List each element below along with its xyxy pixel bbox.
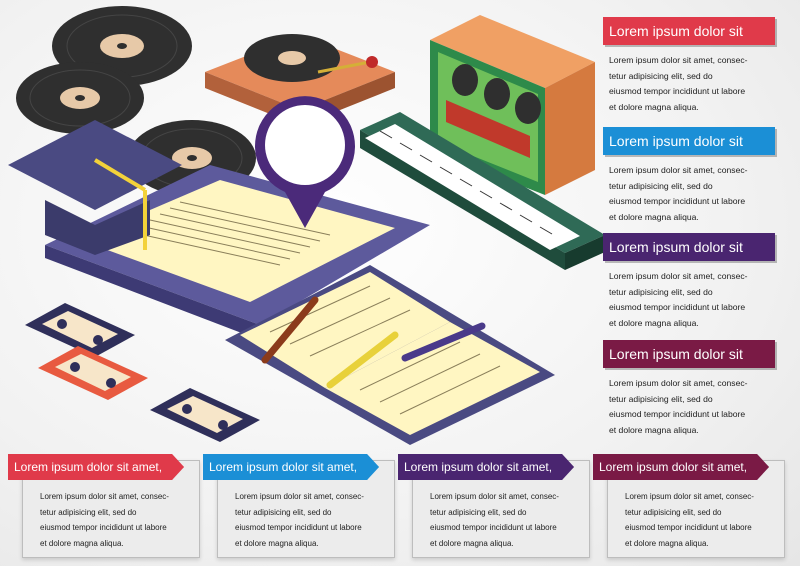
card-text: Lorem ipsum dolor sit amet, consec- tetu… bbox=[430, 489, 580, 551]
side-panel-heading: Lorem ipsum dolor sit bbox=[603, 17, 775, 45]
card-text: Lorem ipsum dolor sit amet, consec- tetu… bbox=[40, 489, 190, 551]
vinyl-record-icon bbox=[16, 62, 144, 134]
text-line: tetur adipisicing elit, sed do bbox=[40, 507, 137, 517]
open-book-icon bbox=[225, 265, 555, 445]
text-line: eiusmod tempor incididunt ut labore bbox=[609, 302, 746, 312]
text-line: et dolore magna aliqua. bbox=[430, 538, 514, 548]
side-panel-1: Lorem ipsum dolor sit Lorem ipsum dolor … bbox=[603, 17, 775, 115]
text-line: et dolore magna aliqua. bbox=[625, 538, 709, 548]
text-line: et dolore magna aliqua. bbox=[609, 211, 699, 222]
side-panel-text: Lorem ipsum dolor sit amet, consec- tetu… bbox=[603, 163, 775, 225]
text-line: Lorem ipsum dolor sit amet, consec- bbox=[609, 378, 748, 388]
text-line: eiusmod tempor incididunt ut labore bbox=[430, 523, 557, 532]
bottom-card-1: Lorem ipsum dolor sit amet, Lorem ipsum … bbox=[8, 454, 200, 558]
text-line: tetur adipisicing elit, sed do bbox=[235, 507, 332, 517]
text-line: Lorem ipsum dolor sit amet, consec- bbox=[609, 165, 748, 175]
cassette-tape-icon bbox=[150, 388, 260, 442]
card-heading: Lorem ipsum dolor sit amet, bbox=[398, 454, 574, 480]
bottom-card-2: Lorem ipsum dolor sit amet, Lorem ipsum … bbox=[203, 454, 395, 558]
pencil-icon bbox=[326, 331, 399, 389]
text-line: Lorem ipsum dolor sit amet, consec- bbox=[625, 492, 754, 501]
text-line: eiusmod tempor incididunt ut labore bbox=[609, 196, 746, 206]
text-line: Lorem ipsum dolor sit amet, consec- bbox=[430, 492, 559, 501]
text-line: tetur adipisicing elit, sed do bbox=[430, 507, 527, 517]
text-line: Lorem ipsum dolor sit amet, consec- bbox=[40, 492, 169, 501]
text-line: Lorem ipsum dolor sit amet, consec- bbox=[235, 492, 364, 501]
text-line: eiusmod tempor incididunt ut labore bbox=[609, 409, 746, 419]
text-line: eiusmod tempor incididunt ut labore bbox=[40, 523, 167, 532]
side-panel-text: Lorem ipsum dolor sit amet, consec- tetu… bbox=[603, 376, 775, 438]
text-line: et dolore magna aliqua. bbox=[609, 101, 699, 112]
graduation-cap-icon bbox=[8, 120, 182, 255]
text-line: tetur adipisicing elit, sed do bbox=[609, 393, 713, 404]
side-panel-3: Lorem ipsum dolor sit Lorem ipsum dolor … bbox=[603, 233, 775, 331]
pencil-icon bbox=[261, 296, 319, 364]
bottom-card-4: Lorem ipsum dolor sit amet, Lorem ipsum … bbox=[593, 454, 785, 558]
map-pin-icon bbox=[254, 96, 355, 228]
card-text: Lorem ipsum dolor sit amet, consec- tetu… bbox=[235, 489, 385, 551]
text-line: tetur adipisicing elit, sed do bbox=[609, 180, 713, 191]
side-panel-heading: Lorem ipsum dolor sit bbox=[603, 233, 775, 261]
text-line: Lorem ipsum dolor sit amet, consec- bbox=[609, 271, 748, 281]
text-line: eiusmod tempor incididunt ut labore bbox=[609, 86, 746, 96]
bottom-card-3: Lorem ipsum dolor sit amet, Lorem ipsum … bbox=[398, 454, 590, 558]
text-line: tetur adipisicing elit, sed do bbox=[609, 70, 713, 81]
text-line: et dolore magna aliqua. bbox=[40, 538, 124, 548]
side-panel-heading: Lorem ipsum dolor sit bbox=[603, 340, 775, 368]
text-line: tetur adipisicing elit, sed do bbox=[609, 286, 713, 297]
side-panel-4: Lorem ipsum dolor sit Lorem ipsum dolor … bbox=[603, 340, 775, 438]
text-line: eiusmod tempor incididunt ut labore bbox=[625, 523, 752, 532]
text-line: et dolore magna aliqua. bbox=[609, 424, 699, 435]
card-heading: Lorem ipsum dolor sit amet, bbox=[8, 454, 184, 480]
side-panel-heading: Lorem ipsum dolor sit bbox=[603, 127, 775, 155]
card-text: Lorem ipsum dolor sit amet, consec- tetu… bbox=[625, 489, 775, 551]
side-panel-text: Lorem ipsum dolor sit amet, consec- tetu… bbox=[603, 269, 775, 331]
text-line: et dolore magna aliqua. bbox=[609, 317, 699, 328]
keyboard-piano-icon bbox=[360, 112, 605, 270]
card-heading: Lorem ipsum dolor sit amet, bbox=[593, 454, 769, 480]
text-line: Lorem ipsum dolor sit amet, consec- bbox=[609, 55, 748, 65]
cassette-tape-icon bbox=[25, 303, 135, 357]
cassette-tape-icon bbox=[38, 346, 148, 400]
text-line: et dolore magna aliqua. bbox=[235, 538, 319, 548]
card-heading: Lorem ipsum dolor sit amet, bbox=[203, 454, 379, 480]
text-line: eiusmod tempor incididunt ut labore bbox=[235, 523, 362, 532]
text-line: tetur adipisicing elit, sed do bbox=[625, 507, 722, 517]
side-panel-text: Lorem ipsum dolor sit amet, consec- tetu… bbox=[603, 53, 775, 115]
pen-icon bbox=[401, 322, 486, 362]
side-panel-2: Lorem ipsum dolor sit Lorem ipsum dolor … bbox=[603, 127, 775, 225]
